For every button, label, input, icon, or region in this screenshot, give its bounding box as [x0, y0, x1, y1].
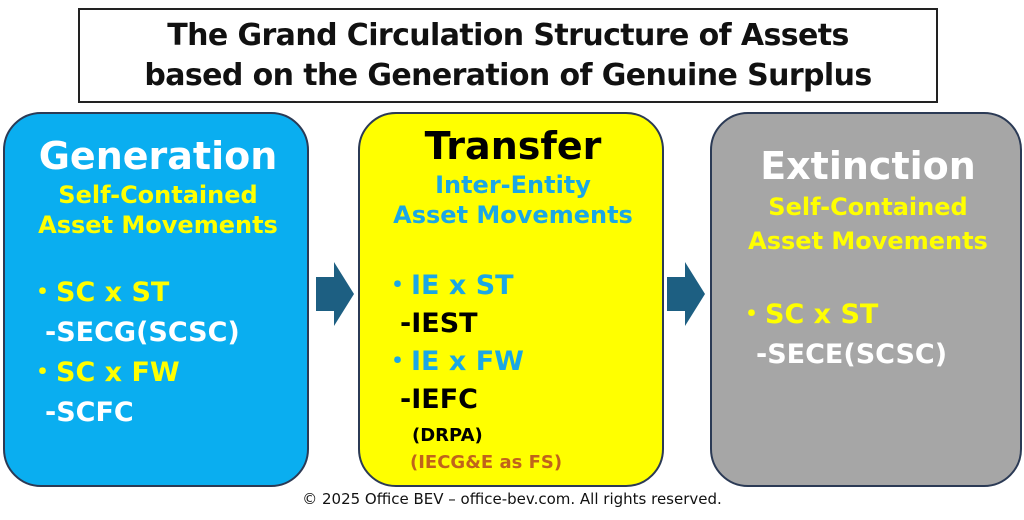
- extinction-item-1-detail: -SECE(SCSC): [756, 339, 948, 370]
- extinction-panel: Extinction Self-Contained Asset Movement…: [710, 112, 1022, 487]
- generation-subtitle-line-1: Self-Contained: [58, 181, 258, 209]
- transfer-item-1-label: ・IE x ST: [384, 270, 514, 301]
- transfer-panel: Transfer Inter-Entity Asset Movements ・I…: [358, 112, 664, 487]
- extinction-subtitle-line-2: Asset Movements: [748, 227, 988, 255]
- title-box: The Grand Circulation Structure of Asset…: [78, 8, 938, 103]
- right-arrow-icon: [667, 262, 705, 326]
- transfer-note-iecg: (IECG&E as FS): [410, 452, 563, 473]
- transfer-subtitle-line-2: Asset Movements: [393, 201, 633, 229]
- generation-item-2-detail: -SCFC: [45, 397, 134, 428]
- generation-heading: Generation: [38, 134, 278, 178]
- extinction-heading: Extinction: [760, 144, 976, 188]
- transfer-note-drpa: (DRPA): [412, 425, 483, 446]
- generation-subtitle-line-2: Asset Movements: [38, 211, 278, 239]
- transfer-item-1-detail: -IEST: [400, 308, 478, 339]
- generation-item-2-label: ・SC x FW: [29, 357, 180, 388]
- transfer-heading: Transfer: [424, 124, 602, 168]
- generation-panel: Generation Self-Contained Asset Movement…: [3, 112, 309, 487]
- generation-item-1-detail: -SECG(SCSC): [45, 317, 240, 348]
- transfer-item-2-label: ・IE x FW: [384, 346, 524, 377]
- extinction-subtitle-line-1: Self-Contained: [768, 193, 968, 221]
- title-line-1: The Grand Circulation Structure of Asset…: [167, 17, 849, 53]
- title-line-2: based on the Generation of Genuine Surpl…: [144, 57, 872, 93]
- right-arrow-icon: [316, 262, 354, 326]
- transfer-item-2-detail: -IEFC: [400, 384, 478, 415]
- transfer-subtitle-line-1: Inter-Entity: [435, 171, 591, 199]
- extinction-item-1-label: ・SC x ST: [738, 299, 879, 330]
- copyright-footer: © 2025 Office BEV – office-bev.com. All …: [302, 490, 722, 508]
- generation-item-1-label: ・SC x ST: [29, 277, 170, 308]
